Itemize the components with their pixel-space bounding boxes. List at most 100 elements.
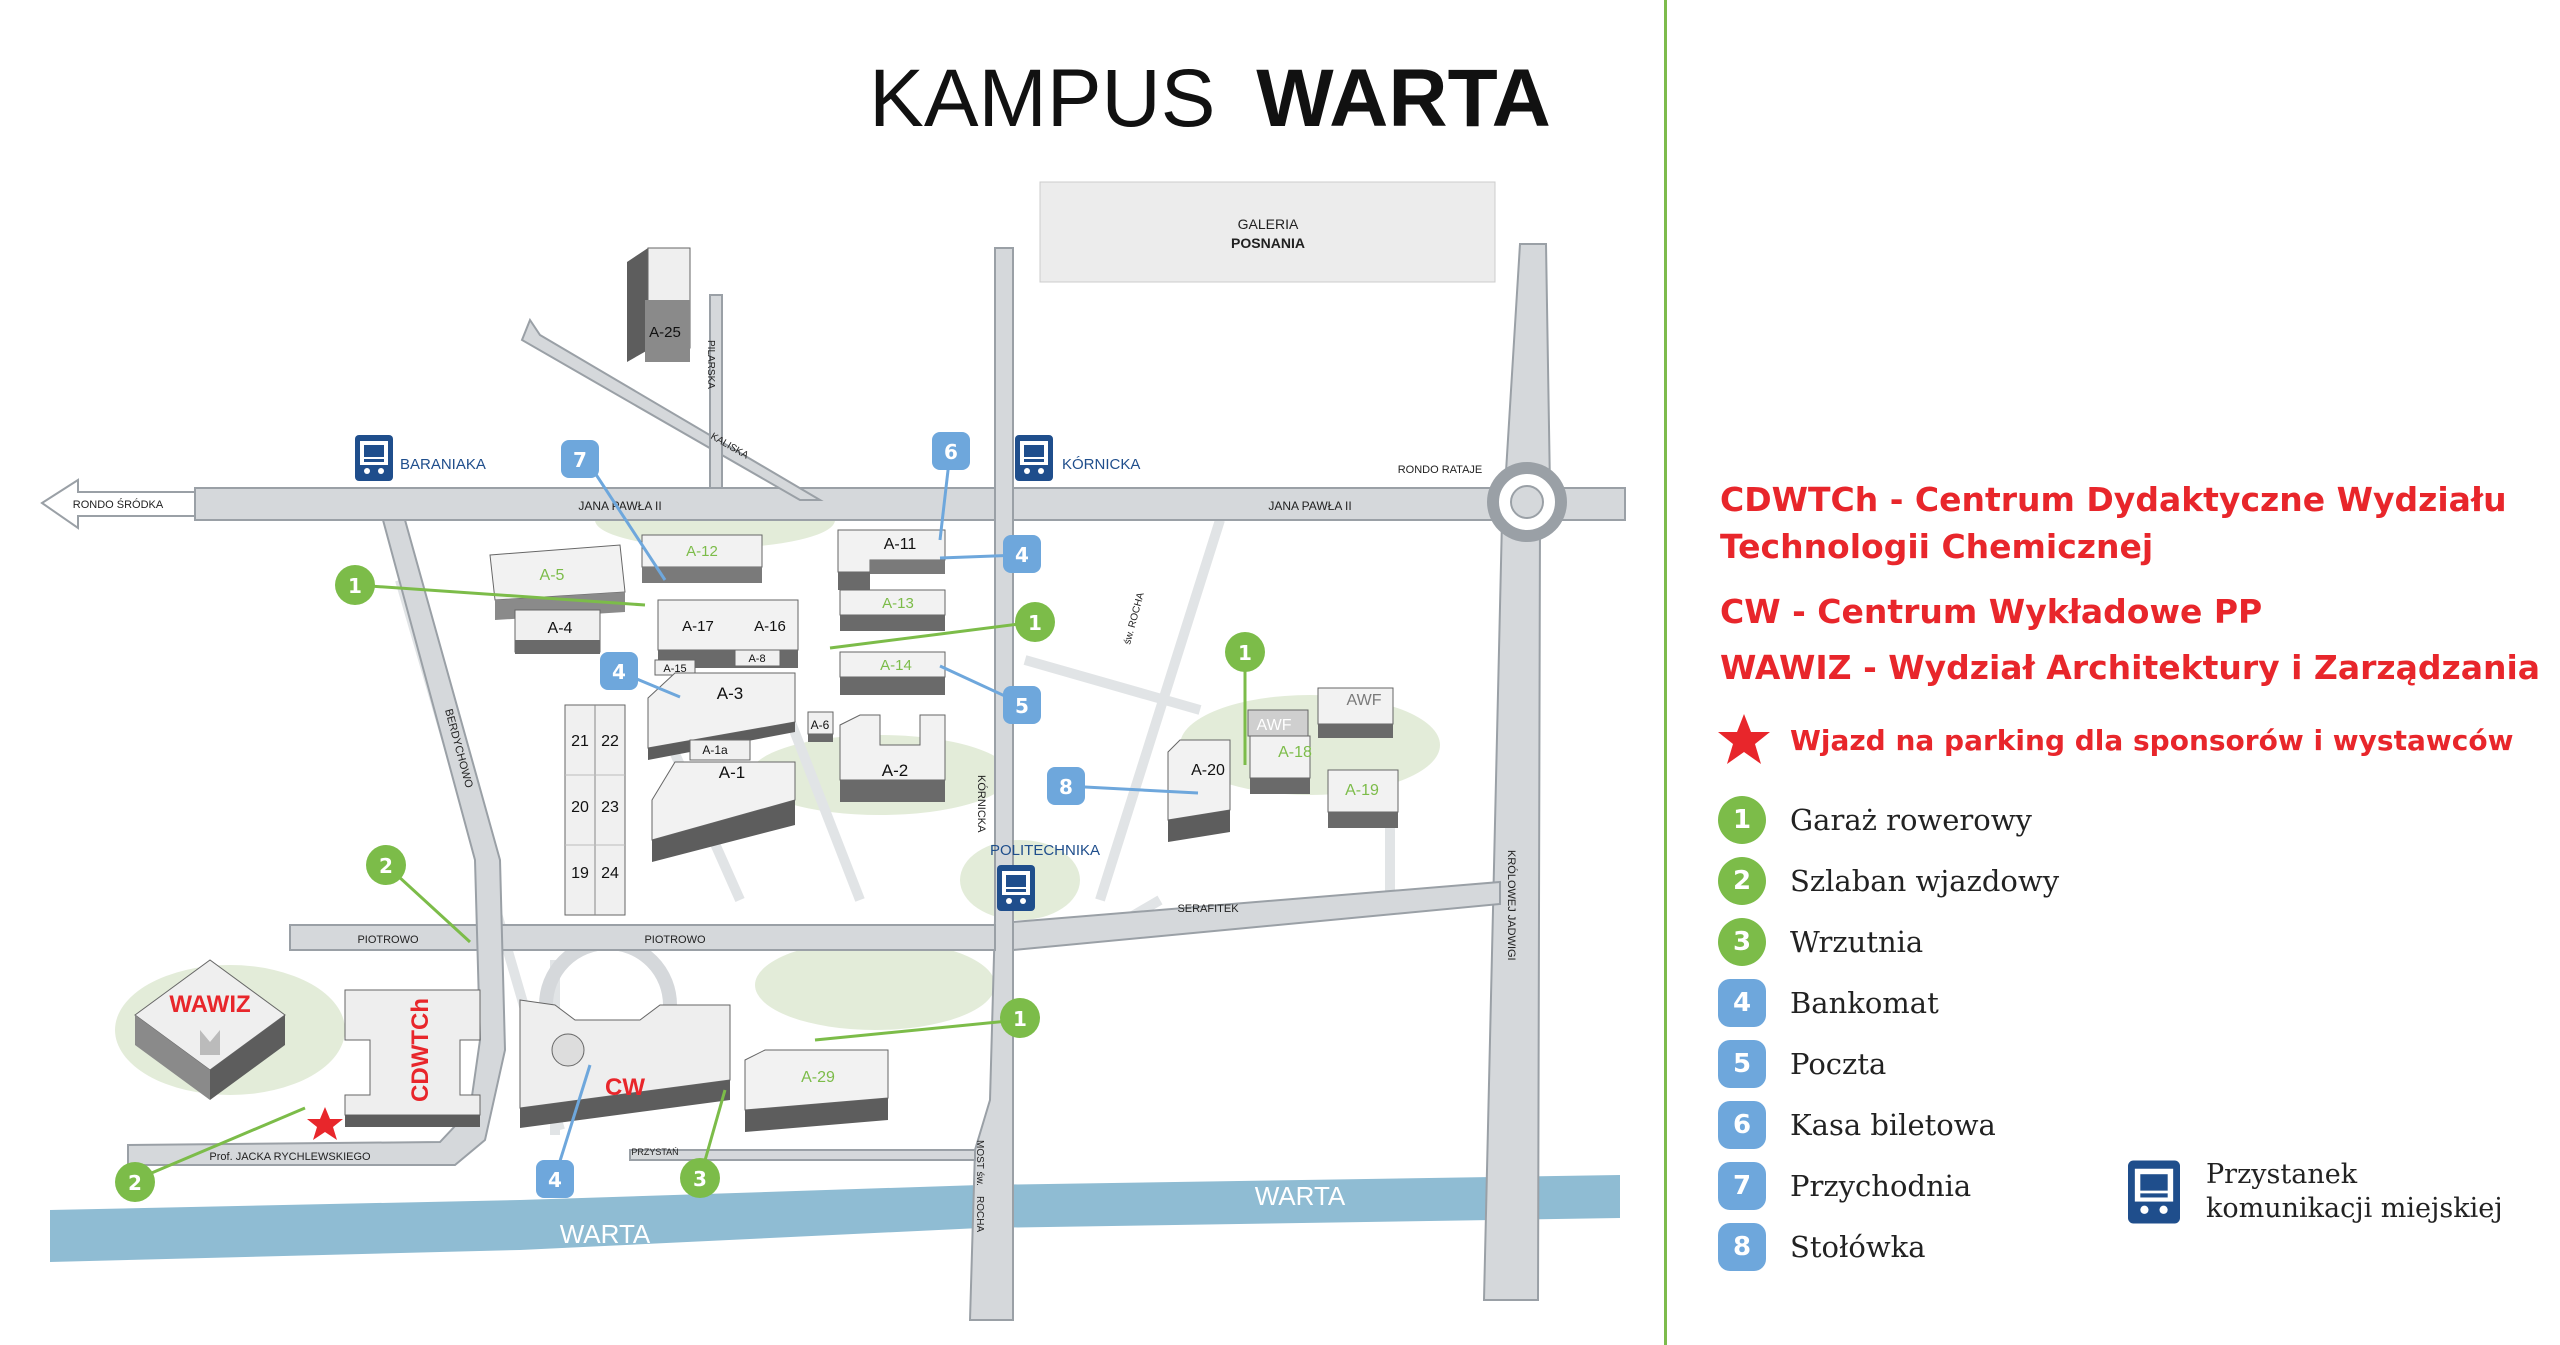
svg-text:A-2: A-2 (882, 761, 908, 780)
legend-label-1: Garaż rowerowy (1790, 803, 2032, 837)
svg-text:A-1a: A-1a (702, 743, 728, 757)
marker-8-canteen[interactable]: 8 (1047, 767, 1085, 805)
street-sw-rocha: św. ROCHA (1122, 591, 1147, 646)
building-a2: A-2 (839, 714, 946, 802)
bus-stop-icon (1015, 435, 1053, 481)
map-title-bold: WARTA (1256, 53, 1551, 144)
legend-badge-8: 8 (1718, 1223, 1766, 1271)
marker-1-garage-b[interactable]: 1 (1015, 602, 1055, 642)
legend-bus-stop: Przystanek komunikacji miejskiej (2128, 1158, 2503, 1226)
marker-1-garage-d[interactable]: 1 (1000, 998, 1040, 1038)
legend-wawiz: WAWIZ - Wydział Architektury i Zarządzan… (1720, 648, 2541, 687)
marker-5-post-office[interactable]: 5 (1003, 686, 1041, 724)
bus-stop-politechnika[interactable]: POLITECHNIKA (990, 842, 1100, 911)
street-jana-pawla-left: JANA PAWŁA II (578, 499, 661, 513)
star-icon (1718, 714, 1770, 764)
svg-text:A-17: A-17 (682, 618, 714, 635)
river-label-left: WARTA (560, 1219, 651, 1249)
svg-text:A-11: A-11 (884, 536, 917, 553)
arrow-left-icon (40, 478, 196, 530)
building-a17-a16: A-17 A-16 A-8 (657, 599, 799, 668)
legend-label-4: Bankomat (1790, 986, 1939, 1020)
bus-stop-baraniaka[interactable]: BARANIAKA (355, 435, 486, 481)
svg-text:2: 2 (379, 854, 393, 878)
building-a25: A-25 (627, 247, 691, 362)
legend-badge-7: 7 (1718, 1162, 1766, 1210)
galeria-label-1: GALERIA (1238, 216, 1299, 232)
legend-label-2: Szlaban wjazdowy (1790, 864, 2060, 898)
legend-label-3: Wrzutnia (1790, 925, 1924, 959)
marker-2-barrier-a[interactable]: 2 (366, 845, 406, 885)
legend-label-7: Przychodnia (1790, 1169, 1972, 1203)
svg-text:1: 1 (1238, 641, 1252, 665)
building-a5-a4: A-5 A-4 (489, 544, 626, 654)
marker-6-ticket-office[interactable]: 6 (932, 432, 970, 470)
star-icon (307, 1107, 343, 1140)
legend-item-2: 2 Szlaban wjazdowy (1718, 855, 2059, 907)
map-title-light: KAMPUS (869, 53, 1215, 144)
legend-badge-6: 6 (1718, 1101, 1766, 1149)
legend-label-5: Poczta (1790, 1047, 1887, 1081)
svg-text:A-6: A-6 (811, 718, 830, 732)
svg-text:A-14: A-14 (880, 657, 912, 674)
legend-label-6: Kasa biletowa (1790, 1108, 1996, 1142)
marker-7-clinic[interactable]: 7 (561, 440, 599, 478)
bus-stop-icon (355, 435, 393, 481)
legend-parking: Wjazd na parking dla sponsorów i wystawc… (1716, 712, 2513, 768)
legend-item-6: 6 Kasa biletowa (1718, 1099, 1996, 1151)
svg-text:A-13: A-13 (882, 595, 914, 612)
buildings: A-25 A-5 A-4 A-12 A-17 A-16 A-8 (134, 247, 1399, 1132)
legend-badge-1: 1 (1718, 796, 1766, 844)
svg-text:A-12: A-12 (686, 543, 718, 560)
svg-text:KÓRNICKA: KÓRNICKA (1062, 456, 1140, 473)
street-piotrowo-right: PIOTROWO (644, 934, 706, 946)
marker-1-garage-c[interactable]: 1 (1225, 632, 1265, 672)
marker-4-atm-a[interactable]: 4 (600, 652, 638, 690)
svg-text:A-1: A-1 (719, 763, 745, 782)
marker-4-atm-c[interactable]: 4 (536, 1160, 574, 1198)
building-a3-a1: A-15 A-3 A-1a A-1 (647, 659, 796, 862)
svg-text:22: 22 (601, 733, 619, 750)
svg-text:A-25: A-25 (649, 324, 681, 341)
svg-text:A-20: A-20 (1191, 762, 1225, 779)
building-a12: A-12 (641, 534, 763, 583)
marker-4-atm-b[interactable]: 4 (1003, 535, 1041, 573)
legend-item-5: 5 Poczta (1718, 1038, 1886, 1090)
svg-text:A-16: A-16 (754, 618, 786, 635)
svg-text:A-5: A-5 (540, 567, 565, 584)
marker-1-garage-a[interactable]: 1 (335, 565, 375, 605)
warta-river (50, 1175, 1620, 1262)
svg-text:A-19: A-19 (1345, 782, 1379, 799)
marker-3-drop-box[interactable]: 3 (680, 1158, 720, 1198)
svg-text:5: 5 (1015, 694, 1029, 718)
svg-text:CDWTCh: CDWTCh (407, 998, 434, 1102)
svg-text:1: 1 (348, 574, 362, 598)
label-rondo-rataje: RONDO RATAJE (1398, 464, 1483, 476)
bus-stop-kornicka[interactable]: KÓRNICKA (1015, 435, 1140, 481)
svg-text:BARANIAKA: BARANIAKA (400, 456, 486, 473)
building-cw: CW (519, 999, 731, 1128)
svg-text:A-29: A-29 (801, 1069, 835, 1086)
legend-label-8: Stołówka (1790, 1230, 1926, 1264)
svg-text:A-3: A-3 (717, 684, 743, 703)
street-jana-pawla-right: JANA PAWŁA II (1268, 499, 1351, 513)
legend-badge-3: 3 (1718, 918, 1766, 966)
galeria-label-2: POSNANIA (1231, 235, 1305, 251)
svg-text:2: 2 (128, 1171, 142, 1195)
svg-text:19: 19 (571, 865, 589, 882)
river-label-right: WARTA (1255, 1181, 1346, 1211)
legend-bus-stop-line1: Przystanek (2206, 1159, 2358, 1190)
legend-divider (1664, 0, 1667, 1345)
svg-text:3: 3 (693, 1167, 707, 1191)
building-a20-a18: A-20 AWF AWF A-18 A-19 (1167, 687, 1399, 842)
label-most-1: MOST św. (974, 1140, 985, 1186)
legend-cw: CW - Centrum Wykładowe PP (1720, 592, 2263, 631)
svg-text:6: 6 (944, 440, 958, 464)
svg-text:4: 4 (612, 660, 626, 684)
label-rondo-srodka: RONDO ŚRÓDKA (73, 498, 164, 511)
legend-cdwtch-line1: CDWTCh - Centrum Dydaktyczne Wydziału (1720, 480, 2507, 519)
marker-2-barrier-b[interactable]: 2 (115, 1162, 155, 1202)
legend-badge-2: 2 (1718, 857, 1766, 905)
svg-text:24: 24 (601, 865, 619, 882)
building-dormitories: 21 22 20 23 19 24 (564, 704, 626, 916)
